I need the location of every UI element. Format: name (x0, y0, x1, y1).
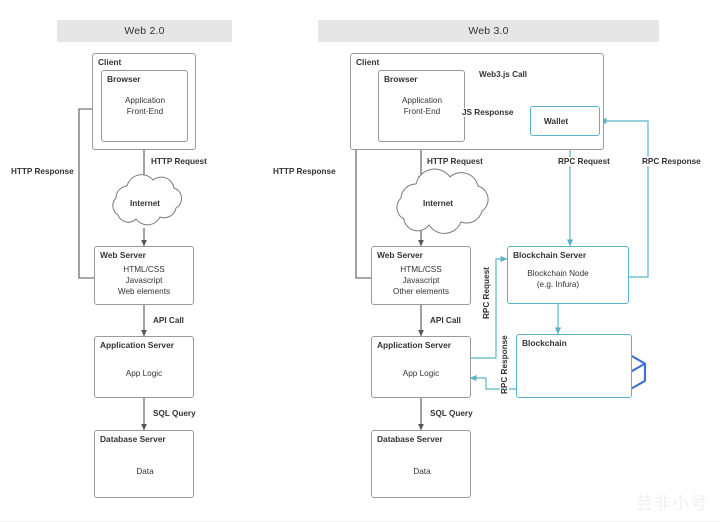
web3-blockchain-box[interactable]: Blockchain (516, 334, 632, 398)
web2-edge-api-call: API Call (152, 316, 185, 325)
web3-database-server-box[interactable]: Database Server (371, 430, 471, 498)
web3-web-server-label: Web Server (377, 250, 423, 260)
web3-database-server-label: Database Server (377, 434, 443, 444)
web3-data-text: Data (413, 467, 431, 476)
web2-edge-http-request: HTTP Request (150, 157, 208, 166)
web3-edge-web3js-call: Web3.js Call (478, 70, 529, 79)
web3-internet-label: Internet (422, 199, 454, 208)
web3-web-server-box[interactable]: Web Server (371, 246, 471, 305)
web3-frontend-text: Application Front-End (401, 96, 443, 117)
web3-edge-js-response: JS Response (461, 108, 515, 117)
web2-internet-label: Internet (129, 199, 161, 208)
web3-application-server-box[interactable]: Application Server (371, 336, 471, 398)
web3-browser-label: Browser (384, 74, 418, 84)
web3-edge-api-call: API Call (429, 316, 462, 325)
panel-title-web2-label: Web 2.0 (124, 25, 165, 37)
panel-title-web3: Web 3.0 (318, 20, 659, 42)
web2-edge-sql-query: SQL Query (152, 409, 197, 418)
panel-title-web2: Web 2.0 (57, 20, 232, 42)
web3-blockchain-server-label: Blockchain Server (513, 250, 587, 260)
web2-client-label: Client (98, 57, 122, 67)
web3-blockchain-server-box[interactable]: Blockchain Server (507, 246, 629, 304)
web3-application-server-label: Application Server (377, 340, 452, 350)
web2-database-server-label: Database Server (100, 434, 166, 444)
web3-web-server-contents: HTML/CSS Javascript Other elements (393, 265, 449, 297)
web3-edge-http-response: HTTP Response (272, 167, 337, 176)
web3-browser-box[interactable]: Browser (378, 70, 465, 142)
web3-edge-rpc-response-top: RPC Response (641, 157, 702, 166)
web3-wallet-box[interactable]: Wallet (530, 106, 600, 136)
panel-title-web3-label: Web 3.0 (468, 25, 509, 37)
web2-app-logic-text: App Logic (125, 369, 163, 378)
web3-blockchain-node-text: Blockchain Node (e.g. Infura) (527, 269, 589, 290)
web3-edge-sql-query: SQL Query (429, 409, 474, 418)
web2-frontend-text: Application Front-End (124, 96, 166, 117)
web3-app-logic-text: App Logic (402, 369, 440, 378)
web2-data-text: Data (136, 467, 154, 476)
web2-edge-http-response: HTTP Response (10, 167, 75, 176)
web2-web-server-box[interactable]: Web Server (94, 246, 194, 305)
watermark: 芸非小号 (636, 494, 708, 514)
web2-browser-label: Browser (107, 74, 141, 84)
web2-application-server-label: Application Server (100, 340, 175, 350)
web3-wallet-label: Wallet (543, 116, 569, 126)
web2-web-server-label: Web Server (100, 250, 146, 260)
web2-application-server-box[interactable]: Application Server (94, 336, 194, 398)
web3-edge-rpc-response-mid: RPC Response (500, 334, 509, 395)
web3-edge-http-request: HTTP Request (426, 157, 484, 166)
web3-edge-rpc-request-top: RPC Request (557, 157, 611, 166)
web3-edge-rpc-request-mid: RPC Request (482, 266, 491, 320)
web2-browser-box[interactable]: Browser (101, 70, 188, 142)
web3-client-label: Client (356, 57, 380, 67)
web3-blockchain-label: Blockchain (522, 338, 567, 348)
web2-web-server-contents: HTML/CSS Javascript Web elements (117, 265, 171, 297)
web2-database-server-box[interactable]: Database Server (94, 430, 194, 498)
